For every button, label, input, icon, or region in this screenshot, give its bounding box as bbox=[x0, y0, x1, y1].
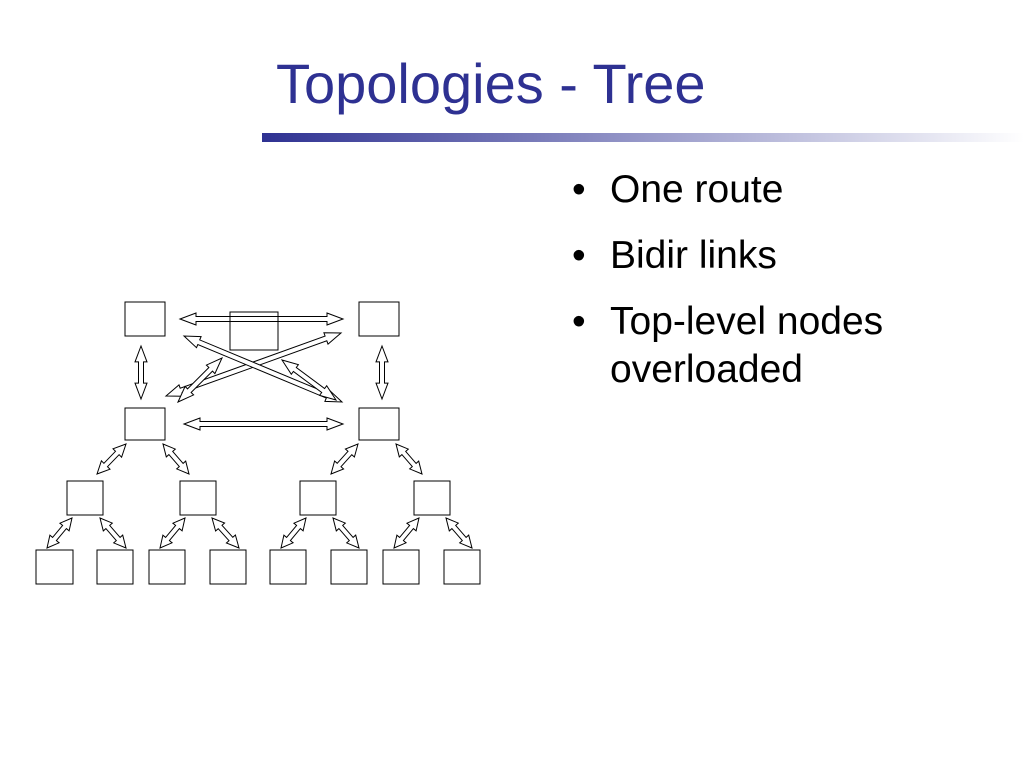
bullet-text: Top-level nodes overloaded bbox=[610, 300, 884, 391]
node-top-center bbox=[229, 311, 279, 351]
slide-title: Topologies - Tree bbox=[276, 52, 706, 115]
bullet-dot-icon: • bbox=[572, 234, 586, 277]
bidirectional-arrow-mid-left-l3-2 bbox=[162, 443, 190, 475]
node-leaf-6 bbox=[330, 549, 368, 585]
node-leaf-3 bbox=[148, 549, 186, 585]
bullet-dot-icon: • bbox=[572, 168, 586, 211]
bidirectional-arrow-top-center-mid-right bbox=[280, 359, 338, 401]
bidirectional-arrow-l3-4-leaf-7 bbox=[393, 517, 420, 549]
node-l3-2 bbox=[179, 480, 217, 516]
node-leaf-1 bbox=[35, 549, 74, 585]
title-underline bbox=[262, 133, 1024, 142]
node-leaf-5 bbox=[269, 549, 307, 585]
bidirectional-arrow-top-right-mid-right bbox=[375, 344, 389, 401]
bidirectional-arrow-l3-4-leaf-8 bbox=[445, 517, 473, 549]
bidirectional-arrow-top-left-mid-right bbox=[182, 335, 344, 403]
bullet-list: • One route • Bidir links • Top-level no… bbox=[572, 166, 1012, 412]
node-l3-1 bbox=[66, 480, 104, 516]
node-l3-4 bbox=[413, 480, 451, 516]
node-leaf-7 bbox=[382, 549, 420, 585]
bidirectional-arrow-mid-left-l3-1 bbox=[96, 443, 127, 475]
bullet-dot-icon: • bbox=[572, 300, 586, 343]
bidirectional-arrow-mid-right-l3-3 bbox=[330, 443, 359, 475]
bidirectional-arrow-top-center-mid-left bbox=[176, 356, 224, 404]
bidirectional-arrow-mid-left-mid-right bbox=[182, 417, 345, 431]
node-mid-left bbox=[124, 407, 166, 441]
bidirectional-arrow-l3-2-leaf-4 bbox=[211, 517, 240, 549]
bullet-item: • Bidir links bbox=[572, 232, 1012, 280]
bidirectional-arrow-l3-3-leaf-5 bbox=[280, 517, 307, 549]
node-top-left bbox=[124, 301, 166, 337]
node-leaf-4 bbox=[209, 549, 247, 585]
node-leaf-2 bbox=[96, 549, 134, 585]
bullet-text: Bidir links bbox=[610, 234, 777, 277]
bidirectional-arrow-top-left-top-right bbox=[178, 312, 345, 326]
bullet-text: One route bbox=[610, 168, 784, 211]
bullet-item: • One route bbox=[572, 166, 1012, 214]
node-leaf-8 bbox=[443, 549, 481, 585]
node-mid-right bbox=[358, 407, 400, 441]
node-l3-3 bbox=[299, 480, 337, 516]
bidirectional-arrow-top-left-mid-left bbox=[134, 344, 148, 401]
bidirectional-arrow-l3-2-leaf-3 bbox=[159, 517, 186, 549]
node-top-right bbox=[358, 301, 400, 337]
bidirectional-arrow-l3-1-leaf-1 bbox=[46, 517, 73, 549]
bullet-item: • Top-level nodes overloaded bbox=[572, 298, 1012, 394]
bidirectional-arrow-l3-1-leaf-2 bbox=[99, 517, 127, 549]
bidirectional-arrow-mid-right-l3-4 bbox=[395, 443, 423, 475]
bidirectional-arrow-l3-3-leaf-6 bbox=[332, 517, 360, 549]
